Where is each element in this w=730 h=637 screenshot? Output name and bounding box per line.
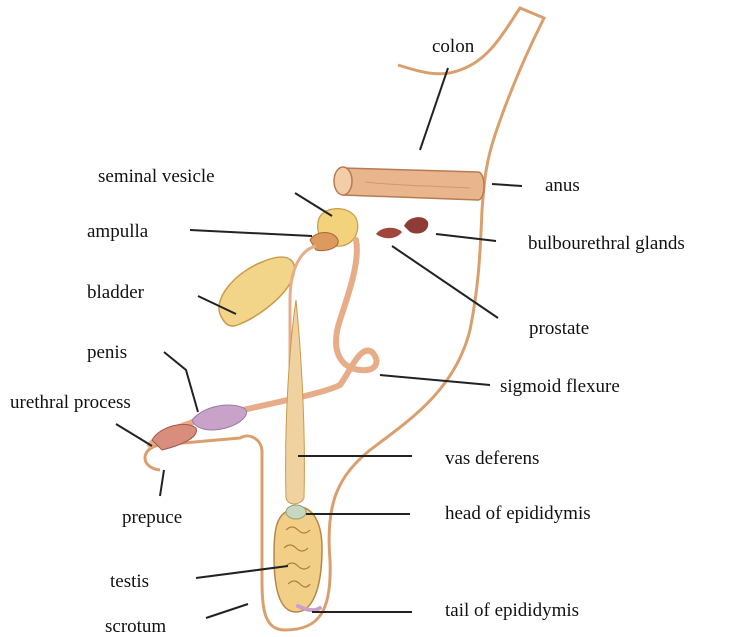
bladder-shape [219,257,295,326]
prepuce-outline [145,445,160,470]
spermatic-cord-shape [286,300,305,504]
label-testis: testis [110,572,149,591]
label-colon: colon [432,37,474,56]
label-bulbourethral-glands: bulbourethral glands [528,234,685,253]
label-tail-of-epididymis: tail of epididymis [445,601,579,620]
leader-prepuce [160,470,164,496]
label-sigmoid-flexure: sigmoid flexure [500,377,620,396]
head-of-epididymis-shape [286,505,306,519]
label-urethral-process: urethral process [10,393,131,412]
leader-penis [164,352,198,412]
label-prepuce: prepuce [122,508,182,527]
label-seminal-vesicle: seminal vesicle [98,167,215,186]
label-scrotum: scrotum [105,617,166,636]
label-anus: anus [545,176,580,195]
label-penis: penis [87,343,127,362]
leader-bulbourethral-glands [436,234,496,241]
leader-ampulla [190,230,312,236]
urethral-process-shape [152,424,196,450]
label-head-of-epididymis: head of epididymis [445,504,591,523]
penis-purple-section [192,405,247,430]
leader-urethral-process [116,424,152,446]
label-ampulla: ampulla [87,222,148,241]
label-bladder: bladder [87,283,144,302]
leader-colon [420,68,448,150]
bulbourethral-glands-shape [404,217,428,233]
leader-seminal-vesicle [295,193,332,216]
testis-shape [274,507,322,612]
label-prostate: prostate [529,319,589,338]
prostate-shape [376,228,402,239]
leader-prostate [392,246,498,318]
colon-shape [334,167,484,200]
leader-scrotum [206,604,248,618]
label-vas-deferens: vas deferens [445,449,539,468]
leader-sigmoid-flexure [380,375,490,385]
body-outline [160,8,544,630]
leader-anus [492,184,522,186]
